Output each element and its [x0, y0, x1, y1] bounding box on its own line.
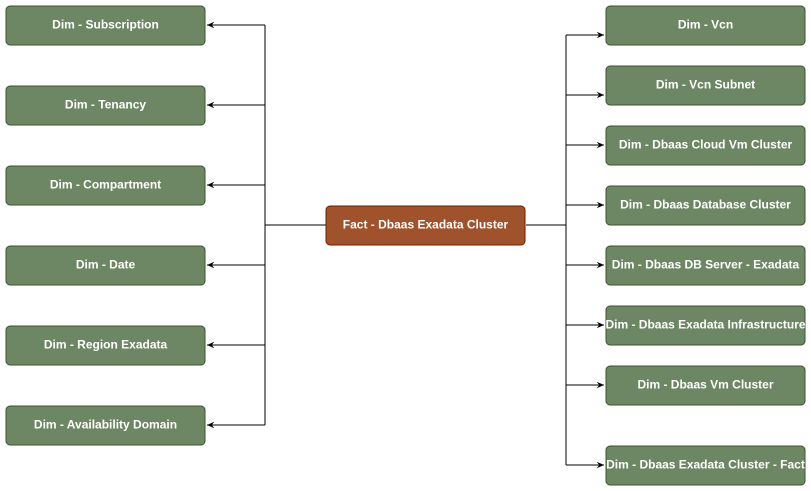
left-dimension-group: Dim - Subscription Dim - Tenancy Dim - C…	[5, 5, 206, 446]
dim-dbaas-db-server-exadata-node[interactable]: Dim - Dbaas DB Server - Exadata	[605, 245, 806, 286]
dim-subscription-node[interactable]: Dim - Subscription	[5, 5, 206, 46]
right-dimension-group: Dim - Vcn Dim - Vcn Subnet Dim - Dbaas C…	[605, 5, 806, 486]
node-label: Dim - Dbaas Exadata Infrastructure	[605, 318, 805, 332]
node-label: Dim - Dbaas DB Server - Exadata	[612, 258, 800, 272]
dim-availability-domain-node[interactable]: Dim - Availability Domain	[5, 405, 206, 446]
node-label: Dim - Vcn Subnet	[656, 78, 755, 92]
node-label: Dim - Compartment	[50, 178, 161, 192]
dim-dbaas-exadata-cluster-fact-node[interactable]: Dim - Dbaas Exadata Cluster - Fact	[605, 445, 806, 486]
dim-vcn-subnet-node[interactable]: Dim - Vcn Subnet	[605, 65, 806, 106]
dim-tenancy-node[interactable]: Dim - Tenancy	[5, 85, 206, 126]
node-label: Dim - Region Exadata	[44, 338, 168, 352]
node-label: Dim - Dbaas Exadata Cluster - Fact	[606, 458, 805, 472]
connector-group	[207, 21, 604, 469]
dim-dbaas-exadata-infrastructure-node[interactable]: Dim - Dbaas Exadata Infrastructure	[605, 305, 806, 346]
node-label: Dim - Date	[76, 258, 136, 272]
dim-dbaas-vm-cluster-node[interactable]: Dim - Dbaas Vm Cluster	[605, 365, 806, 406]
node-label: Dim - Vcn	[678, 18, 733, 32]
fact-dbaas-exadata-cluster-node[interactable]: Fact - Dbaas Exadata Cluster	[325, 205, 526, 246]
node-label: Dim - Dbaas Database Cluster	[620, 198, 791, 212]
dim-dbaas-database-cluster-node[interactable]: Dim - Dbaas Database Cluster	[605, 185, 806, 226]
node-label: Dim - Subscription	[52, 18, 159, 32]
node-label: Dim - Availability Domain	[34, 418, 177, 432]
node-label: Dim - Tenancy	[65, 98, 146, 112]
node-label: Dim - Dbaas Vm Cluster	[637, 378, 773, 392]
fact-label: Fact - Dbaas Exadata Cluster	[343, 218, 509, 232]
dim-compartment-node[interactable]: Dim - Compartment	[5, 165, 206, 206]
dim-vcn-node[interactable]: Dim - Vcn	[605, 5, 806, 46]
dim-dbaas-cloud-vm-cluster-node[interactable]: Dim - Dbaas Cloud Vm Cluster	[605, 125, 806, 166]
dim-date-node[interactable]: Dim - Date	[5, 245, 206, 286]
dim-region-exadata-node[interactable]: Dim - Region Exadata	[5, 325, 206, 366]
node-label: Dim - Dbaas Cloud Vm Cluster	[619, 138, 793, 152]
